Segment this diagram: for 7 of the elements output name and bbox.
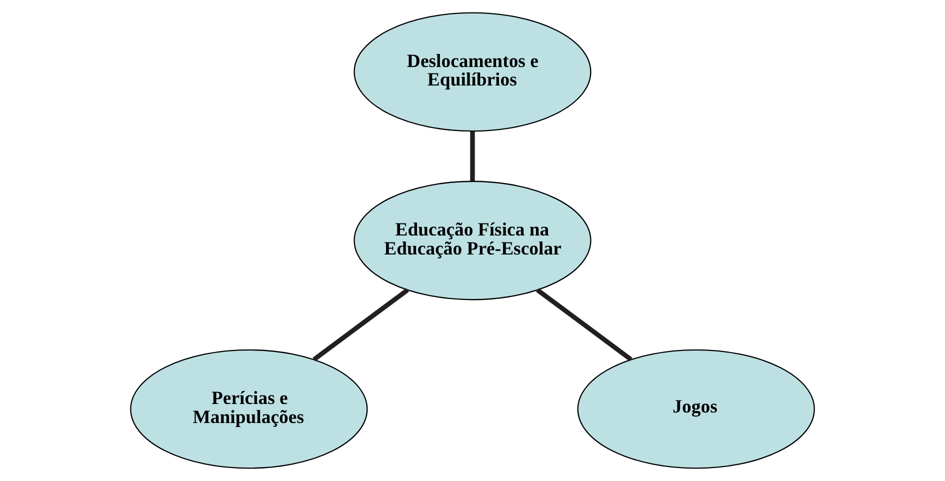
connector: [312, 288, 409, 362]
node-ellipse: Jogos: [577, 349, 815, 469]
connector: [536, 288, 632, 362]
node-ellipse: Educação Física na Educação Pré-Escolar: [354, 180, 592, 300]
node-ellipse: Deslocamentos e Equilíbrios: [354, 12, 592, 132]
connector: [470, 131, 475, 181]
node-ellipse: Perícias e Manipulações: [130, 349, 368, 469]
